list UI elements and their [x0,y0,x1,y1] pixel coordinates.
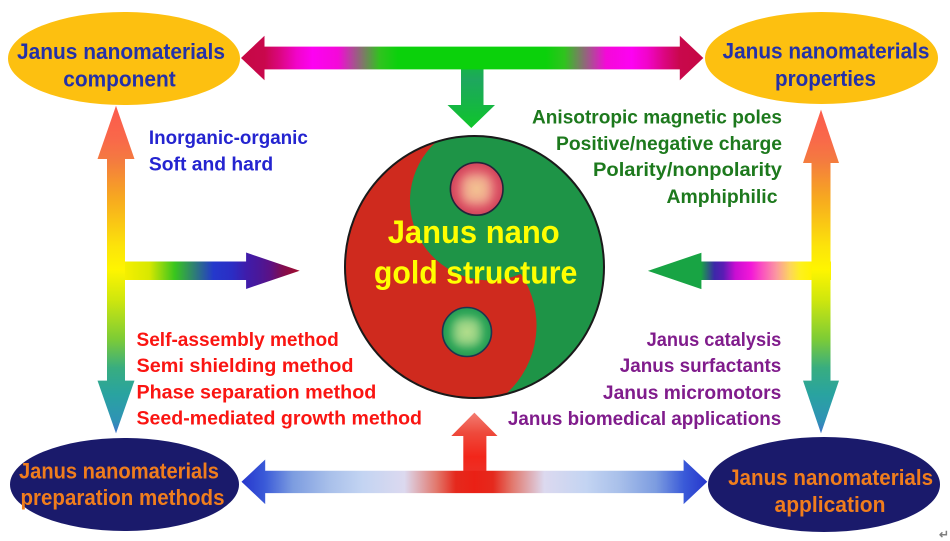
svg-text:Janus nanomaterials: Janus nanomaterials [728,465,933,490]
svg-text:Positive/negative charge: Positive/negative charge [556,134,782,155]
svg-text:Janus nanomaterials: Janus nanomaterials [19,458,219,483]
svg-text:Anisotropic magnetic poles: Anisotropic magnetic poles [532,108,782,129]
svg-text:Janus micromotors: Janus micromotors [603,383,781,404]
svg-text:Janus nanomaterials: Janus nanomaterials [17,39,225,64]
svg-text:Amphiphilic: Amphiphilic [667,187,778,208]
svg-text:component: component [63,67,176,92]
svg-text:Janus biomedical applications: Janus biomedical applications [508,409,781,430]
svg-text:Self-assembly method: Self-assembly method [137,330,339,351]
svg-text:Inorganic-organic: Inorganic-organic [149,128,308,149]
svg-text:Soft and hard: Soft and hard [149,155,273,176]
svg-text:gold structure: gold structure [374,255,578,291]
svg-text:application: application [775,492,886,517]
svg-text:preparation methods: preparation methods [21,485,225,510]
svg-text:Seed-mediated growth method: Seed-mediated growth method [137,409,423,430]
svg-text:properties: properties [775,66,876,91]
svg-text:Polarity/nonpolarity: Polarity/nonpolarity [593,160,782,181]
svg-text:Phase separation method: Phase separation method [137,383,377,404]
svg-text:Janus catalysis: Janus catalysis [647,330,782,351]
svg-text:Janus nanomaterials: Janus nanomaterials [723,38,930,63]
svg-text:Semi shielding method: Semi shielding method [137,356,354,377]
svg-text:↵: ↵ [939,528,949,541]
svg-text:Janus surfactants: Janus surfactants [620,356,782,377]
svg-text:Janus nano: Janus nano [388,214,560,250]
